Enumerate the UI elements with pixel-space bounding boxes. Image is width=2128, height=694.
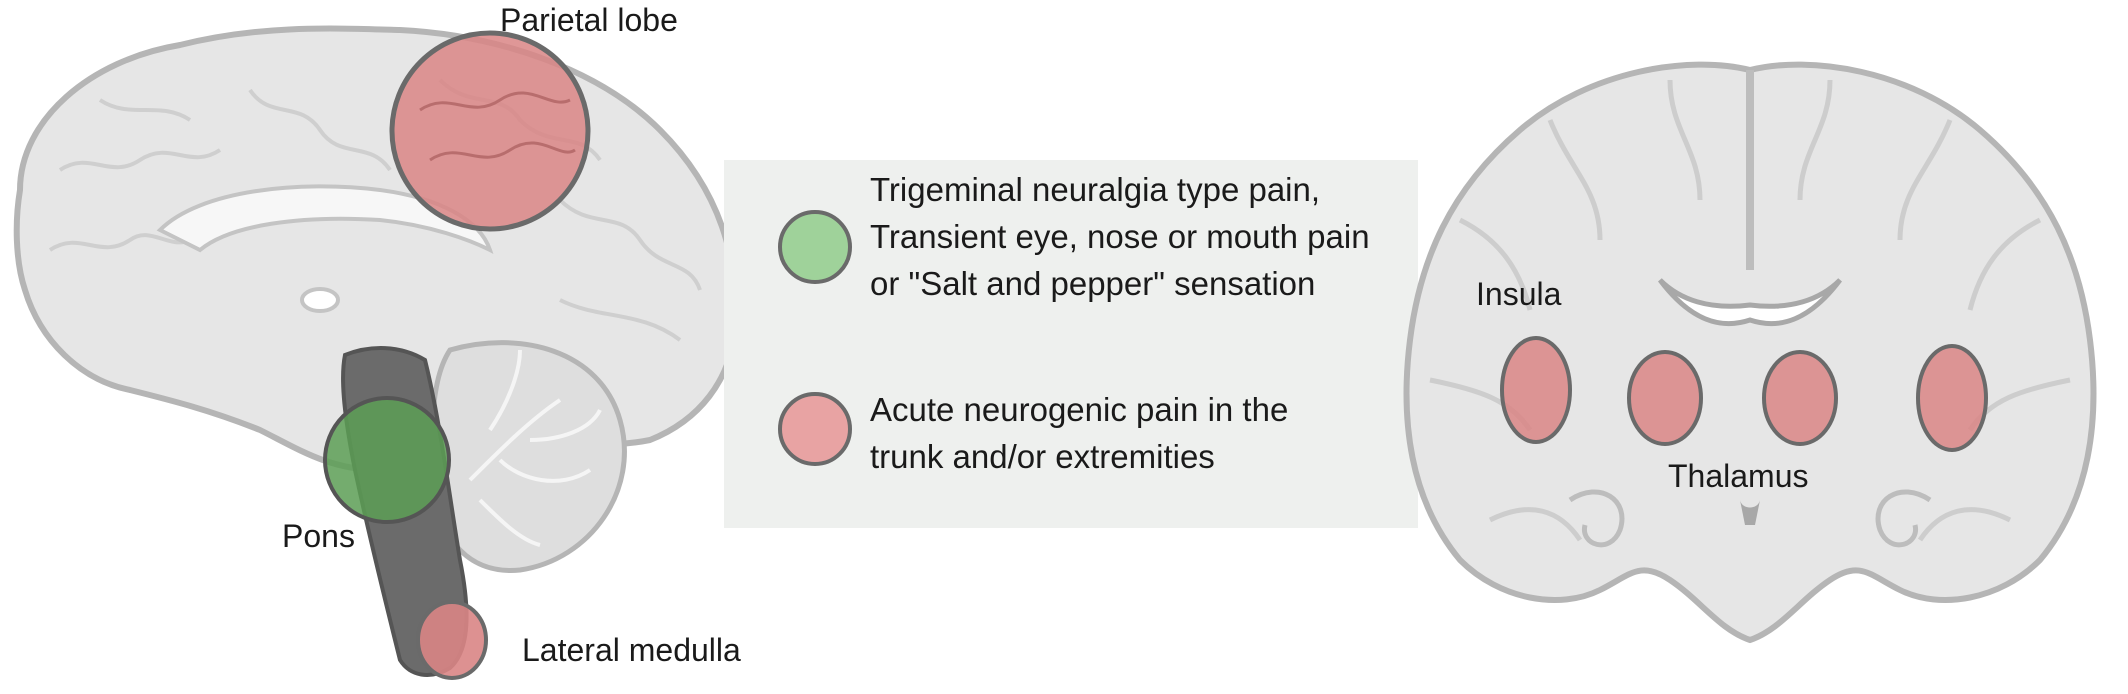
thalamus-label: Thalamus [1668, 458, 1809, 494]
pons-region-marker [323, 396, 451, 524]
insula-label: Insula [1476, 276, 1562, 312]
legend: Trigeminal neuralgia type pain, Transien… [724, 160, 1418, 528]
legend-line: Trigeminal neuralgia type pain, [870, 171, 1321, 208]
legend-line: Acute neurogenic pain in the [870, 391, 1289, 428]
thalamus-left-region-marker [1627, 350, 1703, 446]
thalamus-right-region-marker [1762, 350, 1838, 446]
lateral-medulla-region-marker [416, 600, 488, 680]
cerebellum [429, 340, 627, 573]
legend-line: or "Salt and pepper" sensation [870, 265, 1316, 302]
lateral-ventricles [1658, 278, 1842, 327]
insula-left-region-marker [1500, 336, 1572, 444]
parietal-lobe-region-marker [389, 30, 591, 232]
corpus-callosum [156, 184, 494, 254]
parietal-gyri [419, 91, 576, 162]
legend-swatch-red [778, 392, 852, 466]
legend-text-red: Acute neurogenic pain in the trunk and/o… [870, 386, 1288, 480]
legend-text-green: Trigeminal neuralgia type pain, Transien… [870, 166, 1370, 307]
legend-line: Transient eye, nose or mouth pain [870, 218, 1370, 255]
legend-line: trunk and/or extremities [870, 438, 1215, 475]
arbor-vitae [468, 349, 602, 547]
coronal-brain-illustration [1403, 61, 2097, 644]
insula-right-region-marker [1916, 344, 1988, 452]
lateral-medulla-label: Lateral medulla [522, 632, 741, 668]
parietal-lobe-label: Parietal lobe [500, 2, 678, 38]
legend-swatch-green [778, 210, 852, 284]
pons-label: Pons [282, 518, 355, 554]
sagittal-brain-illustration [13, 25, 739, 680]
